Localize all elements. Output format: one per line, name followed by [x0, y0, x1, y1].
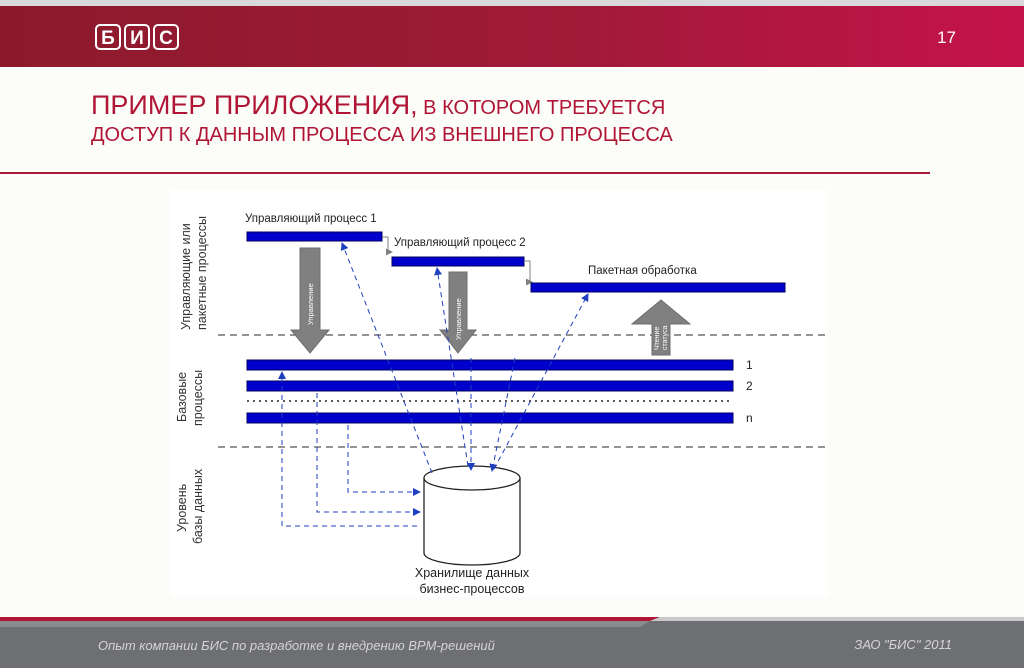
- zone-label-base-line2: процессы: [191, 370, 205, 426]
- data-storage-cylinder: [423, 465, 521, 566]
- process-label-1: Управляющий процесс 1: [245, 213, 377, 225]
- status-arrow-label-line1: Чтение: [654, 327, 661, 350]
- storage-label-line1: Хранилище данных: [415, 566, 530, 580]
- logo-letter-b: Б: [95, 24, 121, 50]
- data-access-arrows: [278, 242, 589, 527]
- connector-1-2: [382, 236, 393, 256]
- base-process-1-bar: [246, 359, 734, 371]
- arrow-storage-to-batch: [493, 293, 589, 470]
- diagram-svg: Управляющие или пакетные процессы Базовы…: [175, 213, 826, 596]
- process-label-batch: Пакетная обработка: [588, 265, 697, 277]
- architecture-diagram: Управляющие или пакетные процессы Базовы…: [170, 190, 828, 597]
- company-logo: Б И С: [95, 24, 179, 50]
- status-arrow-label-line2: статуса: [662, 325, 669, 350]
- arrow-storage-to-p1: [340, 242, 433, 474]
- control-arrow-1: Управление: [289, 247, 331, 354]
- connector-2-batch: [524, 260, 533, 286]
- zone-label-base: Базовые процессы: [175, 370, 205, 426]
- footer-caption: Опыт компании БИС по разработке и внедре…: [98, 638, 495, 653]
- title-part2: В КОТОРОМ ТРЕБУЕТСЯ: [417, 97, 666, 119]
- slide-header: Б И С 17: [0, 0, 1024, 67]
- zone-label-db-line2: базы данных: [191, 468, 205, 544]
- logo-letter-i: И: [124, 24, 150, 50]
- storage-label-line2: бизнес-процессов: [419, 582, 524, 596]
- title-line2: ДОСТУП К ДАННЫМ ПРОЦЕССА ИЗ ВНЕШНЕГО ПРО…: [91, 124, 673, 146]
- base-process-n-label: n: [746, 411, 753, 425]
- arrow-base1b-to-storage: [489, 357, 516, 472]
- status-arrow: Чтение статуса: [630, 299, 692, 356]
- header-top-strip: [0, 0, 1024, 6]
- slide-title: ПРИМЕР ПРИЛОЖЕНИЯ, В КОТОРОМ ТРЕБУЕТСЯ Д…: [91, 92, 673, 149]
- control-arrow-2: Управление: [438, 271, 478, 354]
- zone-label-db-line1: Уровень: [175, 484, 189, 532]
- base-process-2-bar: [246, 380, 734, 392]
- page-number: 17: [937, 28, 956, 47]
- zone-label-db: Уровень базы данных: [175, 468, 205, 544]
- base-process-2-label: 2: [746, 379, 753, 393]
- control-arrow-1-label: Управление: [306, 283, 315, 325]
- title-part1: ПРИМЕР ПРИЛОЖЕНИЯ,: [91, 90, 418, 120]
- arrow-storage-to-p2: [434, 267, 469, 467]
- zone-label-control: Управляющие или пакетные процессы: [179, 216, 209, 330]
- arrow-storage-to-base1: [278, 371, 417, 527]
- control-arrow-2-label: Управление: [454, 298, 463, 340]
- batch-process-bar: [530, 282, 786, 293]
- arrow-basen-to-storage: [347, 425, 421, 496]
- base-process-1-label: 1: [746, 358, 753, 372]
- base-process-n-bar: [246, 412, 734, 424]
- zone-label-control-line1: Управляющие или: [179, 223, 193, 330]
- control-process-2-bar: [391, 256, 525, 267]
- zone-label-control-line2: пакетные процессы: [195, 216, 209, 330]
- title-divider: [0, 172, 930, 174]
- footer-accent-stripe: [0, 617, 1024, 627]
- footer-copyright: ЗАО "БИС" 2011: [854, 637, 952, 652]
- process-label-2: Управляющий процесс 2: [394, 237, 526, 249]
- logo-letter-s: С: [153, 24, 179, 50]
- arrow-base2-to-storage: [316, 393, 421, 516]
- control-process-1-bar: [246, 231, 383, 242]
- zone-label-base-line1: Базовые: [175, 372, 189, 422]
